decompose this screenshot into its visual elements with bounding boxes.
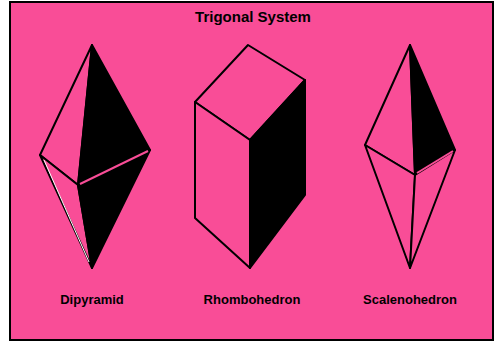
diagram-title: Trigonal System	[195, 8, 311, 25]
scalenohedron-face	[365, 145, 415, 268]
dipyramid-face	[78, 150, 150, 268]
shape-label: Dipyramid	[60, 292, 124, 307]
rhombohedron-face	[195, 102, 250, 268]
shape-label: Scalenohedron	[363, 292, 457, 307]
edge-highlight	[80, 151, 148, 184]
rhombohedron-face	[250, 80, 305, 268]
edge-highlight	[417, 151, 453, 173]
shape-label: Rhombohedron	[204, 292, 301, 307]
scalenohedron-face	[410, 150, 455, 268]
edge-highlight	[44, 160, 89, 262]
